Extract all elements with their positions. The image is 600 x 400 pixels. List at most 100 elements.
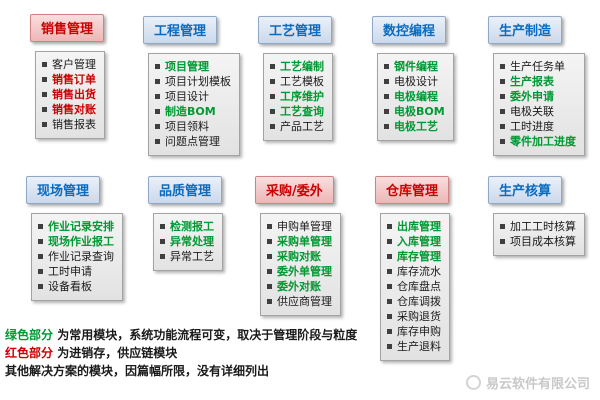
module-item-label: 客户管理 [52, 58, 96, 71]
module-item: 入库管理 [387, 234, 441, 249]
bullet-icon [42, 92, 47, 97]
module-process: 工艺管理工艺编制工艺模板工序维护工艺查询产品工艺 [258, 16, 333, 141]
module-item-label: 仓库盘点 [397, 280, 441, 293]
module-header-sales: 销售管理 [30, 14, 105, 42]
module-item: 生产退料 [387, 339, 441, 354]
bullet-icon [500, 139, 505, 144]
bullet-icon [387, 239, 392, 244]
module-item-label: 生产报表 [510, 75, 554, 88]
module-item: 工艺模板 [270, 74, 324, 89]
module-item: 产品工艺 [270, 119, 324, 134]
module-item-label: 采购对账 [277, 250, 321, 263]
bullet-icon [267, 239, 272, 244]
bullet-icon [384, 109, 389, 114]
module-item-label: 销售报表 [52, 118, 96, 131]
module-item: 工时申请 [38, 264, 114, 279]
module-item-label: 现场作业报工 [48, 235, 114, 248]
module-item: 库存申购 [387, 324, 441, 339]
module-header-engineering: 工程管理 [143, 16, 218, 44]
module-item: 工艺查询 [270, 104, 324, 119]
watermark-logo-icon [465, 375, 481, 390]
bullet-icon [38, 269, 43, 274]
module-item-label: 工艺查询 [280, 105, 324, 118]
module-header-purchasing: 采购/委外 [255, 176, 334, 204]
module-body-sales: 客户管理销售订单销售出货销售对账销售报表 [35, 51, 105, 139]
module-production: 生产制造生产任务单生产报表委外申请电极关联工时进度零件加工进度 [488, 16, 585, 156]
module-purchasing: 采购/委外申购单管理采购单管理采购对账委外单管理委外对账供应商管理 [255, 176, 341, 316]
module-item-label: 项目领料 [165, 120, 209, 133]
module-item: 销售对账 [42, 102, 96, 117]
module-item-label: 库存流水 [397, 265, 441, 278]
module-item: 客户管理 [42, 57, 96, 72]
module-item-label: 项目成本核算 [510, 235, 576, 248]
module-item: 供应商管理 [267, 294, 332, 309]
module-item: 工艺编制 [270, 59, 324, 74]
module-item: 电极编程 [384, 89, 445, 104]
bullet-icon [267, 224, 272, 229]
module-item: 异常工艺 [160, 249, 214, 264]
bullet-icon [384, 124, 389, 129]
module-body-shopfloor: 作业记录安排现场作业报工作业记录查询工时申请设备看板 [31, 213, 123, 301]
bullet-icon [270, 124, 275, 129]
module-item: 电极关联 [500, 104, 576, 119]
module-item-label: 异常工艺 [170, 250, 214, 263]
bullet-icon [38, 239, 43, 244]
bullet-icon [500, 224, 505, 229]
module-item-label: 销售出货 [52, 88, 96, 101]
module-shopfloor: 现场管理作业记录安排现场作业报工作业记录查询工时申请设备看板 [26, 176, 123, 301]
legend-line-other: 其他解决方案的模块，因篇幅所限，没有详细列出 [5, 362, 269, 379]
module-item: 制造BOM [155, 104, 231, 119]
bullet-icon [155, 109, 160, 114]
bullet-icon [384, 64, 389, 69]
bullet-icon [387, 224, 392, 229]
module-item: 销售报表 [42, 117, 96, 132]
bullet-icon [387, 299, 392, 304]
module-body-process: 工艺编制工艺模板工序维护工艺查询产品工艺 [263, 53, 333, 141]
module-item-label: 问题点管理 [165, 135, 220, 148]
bullet-icon [387, 329, 392, 334]
module-item-label: 项目管理 [165, 60, 209, 73]
module-item-label: 库存管理 [397, 250, 441, 263]
bullet-icon [267, 299, 272, 304]
module-item: 电极工艺 [384, 119, 445, 134]
module-item: 现场作业报工 [38, 234, 114, 249]
bullet-icon [38, 254, 43, 259]
module-item: 销售出货 [42, 87, 96, 102]
module-sales: 销售管理客户管理销售订单销售出货销售对账销售报表 [30, 14, 105, 139]
module-item-label: 工艺编制 [280, 60, 324, 73]
module-item: 仓库盘点 [387, 279, 441, 294]
module-item: 生产报表 [500, 74, 576, 89]
module-item: 作业记录安排 [38, 219, 114, 234]
legend-line-red: 红色部分 为进销存，供应链模块 [5, 344, 177, 361]
bullet-icon [267, 284, 272, 289]
module-item: 项目管理 [155, 59, 231, 74]
module-item-label: 销售对账 [52, 103, 96, 116]
module-item: 生产任务单 [500, 59, 576, 74]
bullet-icon [387, 254, 392, 259]
bullet-icon [155, 79, 160, 84]
module-item-label: 电极关联 [510, 105, 554, 118]
bullet-icon [267, 269, 272, 274]
module-item-label: 入库管理 [397, 235, 441, 248]
module-item-label: 库存申购 [397, 325, 441, 338]
legend-green-text: 为常用模块，系统功能流程可变，取决于管理阶段与粒度 [53, 328, 358, 342]
bullet-icon [42, 107, 47, 112]
module-header-warehouse: 仓库管理 [375, 176, 450, 204]
module-item-label: 工时进度 [510, 120, 554, 133]
module-item: 销售订单 [42, 72, 96, 87]
bullet-icon [500, 109, 505, 114]
bullet-icon [387, 314, 392, 319]
module-item: 出库管理 [387, 219, 441, 234]
module-quality: 品质管理检测报工异常处理异常工艺 [148, 176, 223, 271]
module-item-label: 制造BOM [165, 105, 216, 118]
module-item: 项目成本核算 [500, 234, 576, 249]
bullet-icon [387, 269, 392, 274]
bullet-icon [387, 284, 392, 289]
module-item-label: 委外对账 [277, 280, 321, 293]
bullet-icon [270, 79, 275, 84]
bullet-icon [155, 139, 160, 144]
